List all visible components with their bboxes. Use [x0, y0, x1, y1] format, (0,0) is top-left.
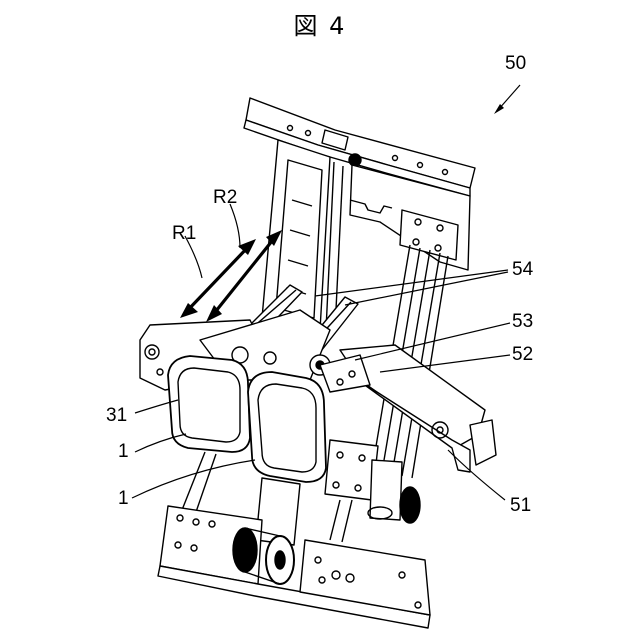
- label-assembly-50: 50: [505, 54, 526, 74]
- left-pad: [168, 356, 250, 452]
- label-part-51: 51: [510, 496, 531, 516]
- label-motion-r2: R2: [213, 188, 237, 208]
- label-part-31: 31: [106, 406, 127, 426]
- label-motion-r1: R1: [172, 224, 196, 244]
- label-part-1-lower: 1: [118, 489, 129, 509]
- label-part-1-upper: 1: [118, 442, 129, 462]
- label-part-54: 54: [512, 260, 533, 280]
- label-part-53: 53: [512, 312, 533, 332]
- label-part-52: 52: [512, 345, 533, 365]
- right-pad: [248, 372, 326, 482]
